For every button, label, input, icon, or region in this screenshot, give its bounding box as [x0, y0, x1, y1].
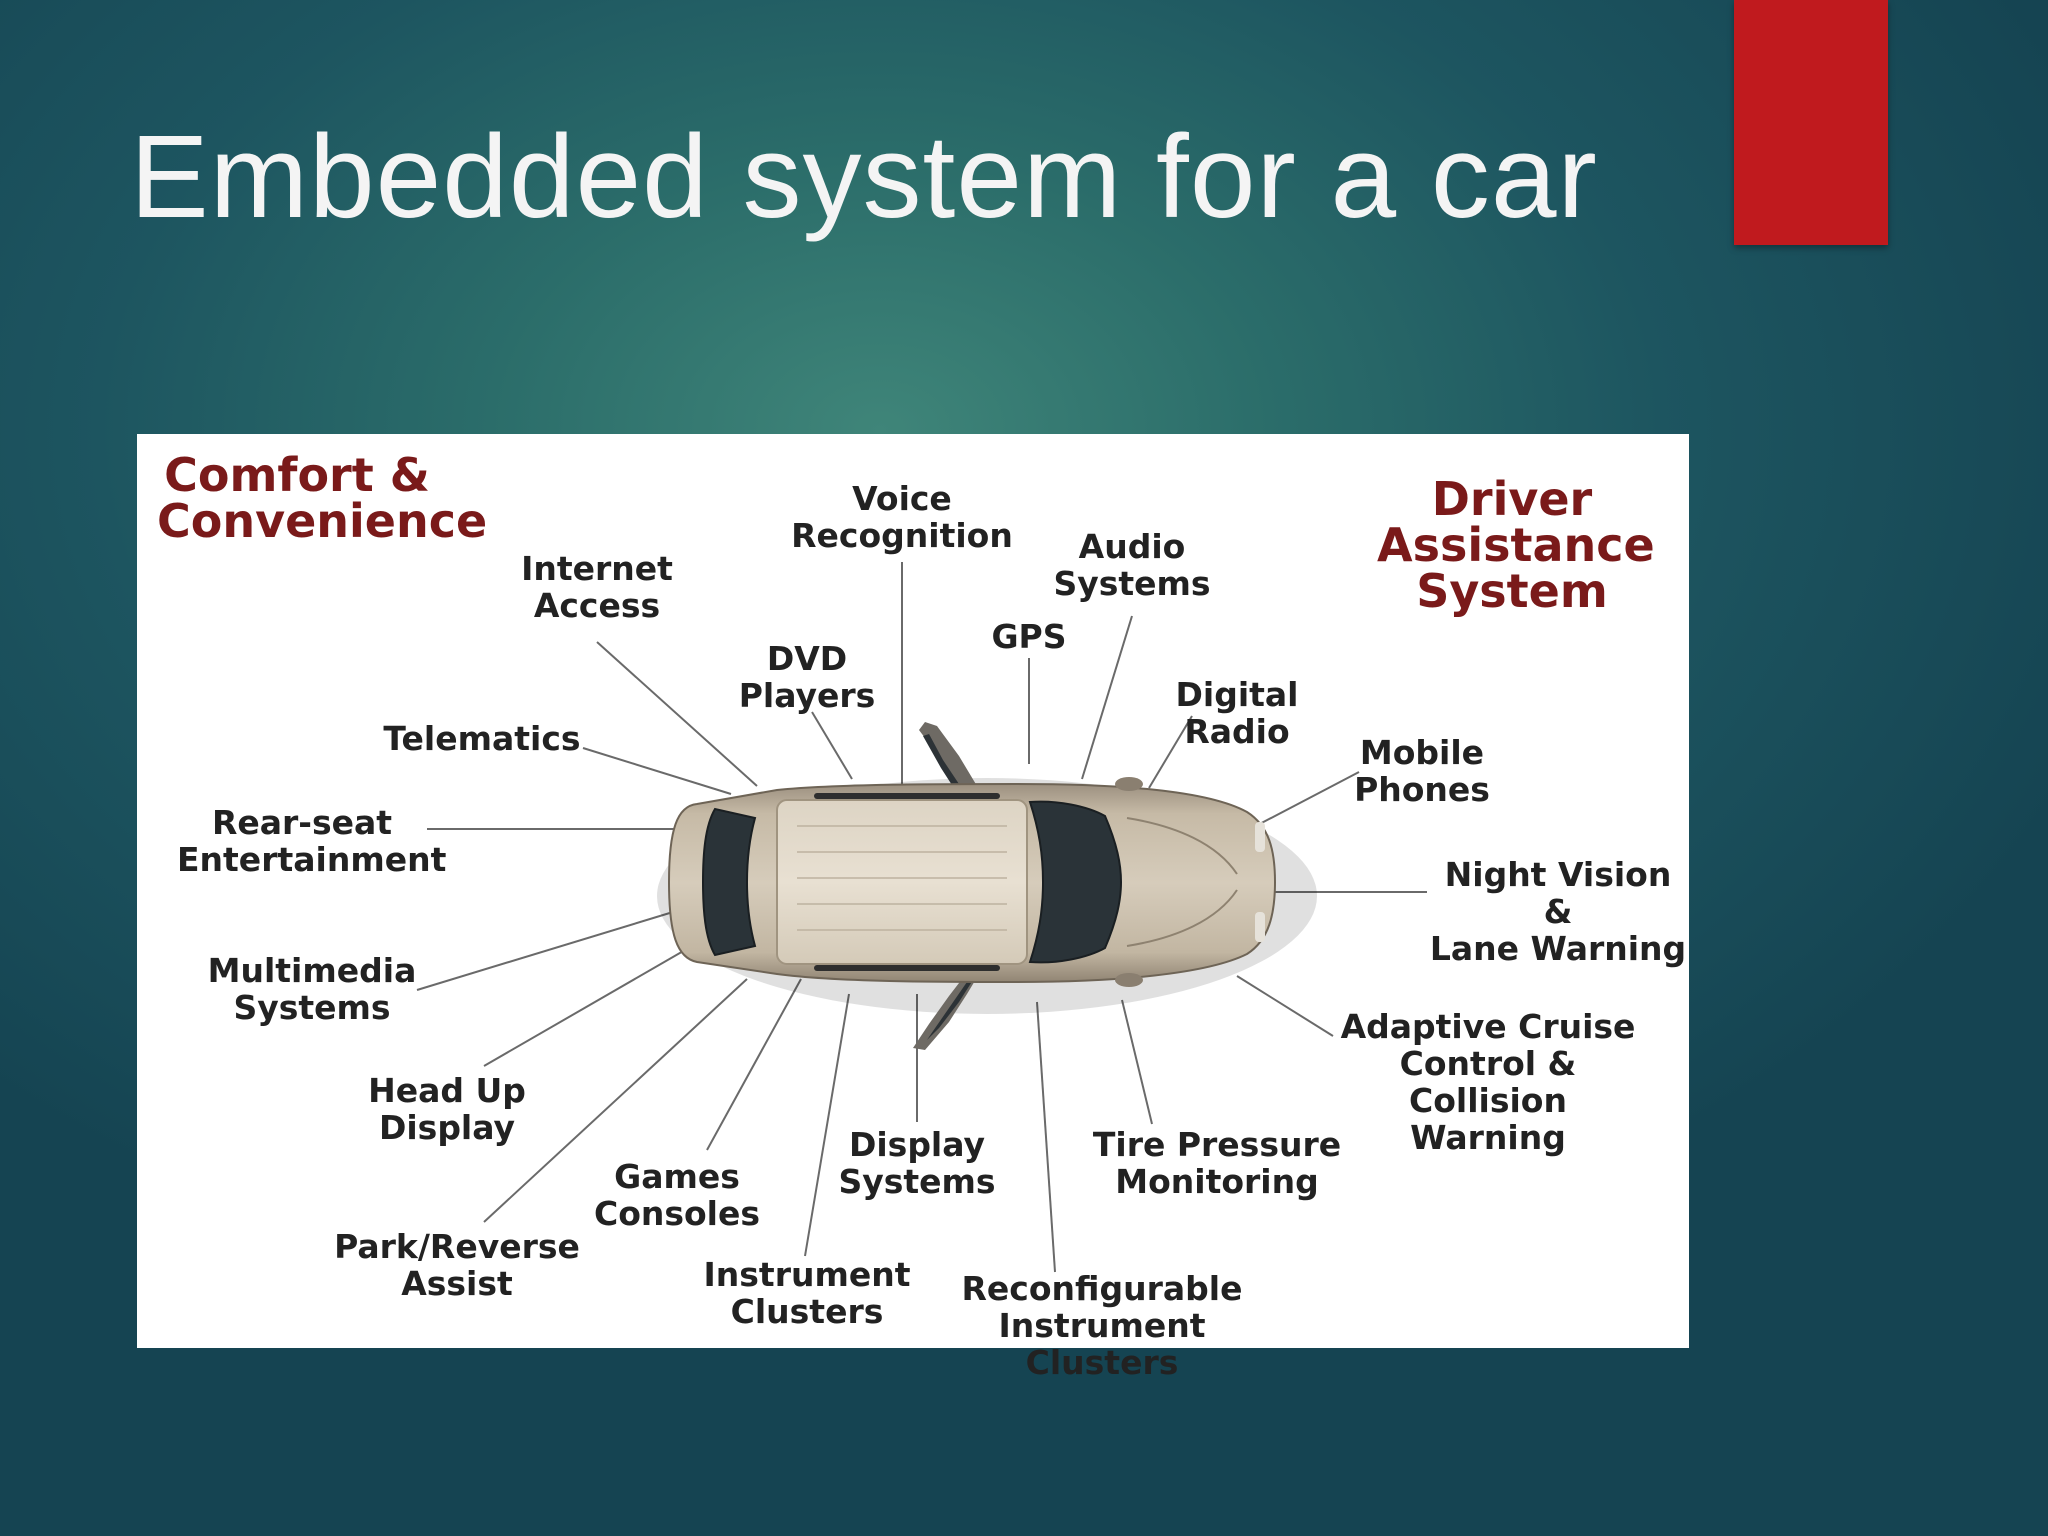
label-telematics: Telematics [383, 719, 581, 758]
label-internet-access: Internet Access [521, 549, 673, 625]
label-rear-seat-entertainment: Rear-seat Entertainment [177, 803, 447, 879]
slide-title: Embedded system for a car [130, 111, 1598, 243]
label-instrument-clusters: Instrument Clusters [703, 1255, 911, 1331]
label-digital-radio: Digital Radio [1175, 675, 1299, 751]
diagram-panel: Comfort & Convenience Driver Assistance … [137, 434, 1689, 1381]
label-games-consoles: Games Consoles [593, 1157, 761, 1233]
car-top-view [657, 722, 1317, 1050]
heading-driver-assistance: Driver Assistance System [1377, 472, 1655, 618]
leader-lines [416, 562, 1427, 1273]
car-diagram [416, 562, 1427, 1273]
label-dvd-players: DVD Players [738, 639, 876, 715]
label-mobile-phones: Mobile Phones [1354, 733, 1490, 809]
label-head-up-display: Head Up Display [368, 1071, 526, 1147]
label-adaptive-cruise-control: Adaptive Cruise Control & Collision Warn… [1340, 1007, 1636, 1157]
label-tire-pressure-monitoring: Tire Pressure Monitoring [1092, 1125, 1342, 1201]
label-night-vision-lane-warning: Night Vision & Lane Warning [1429, 855, 1687, 968]
label-multimedia-systems: Multimedia Systems [207, 951, 417, 1027]
label-gps: GPS [991, 617, 1067, 656]
label-voice-recognition: Voice Recognition [791, 479, 1013, 555]
accent-bar [1734, 0, 1888, 245]
label-park-reverse-assist: Park/Reverse Assist [334, 1227, 580, 1303]
label-display-systems: Display Systems [838, 1125, 996, 1201]
label-reconfigurable-instrument-clusters: Reconfigurable Instrument Clusters [961, 1269, 1243, 1382]
heading-comfort-convenience: Comfort & Convenience [157, 448, 488, 548]
label-audio-systems: Audio Systems [1053, 527, 1211, 603]
